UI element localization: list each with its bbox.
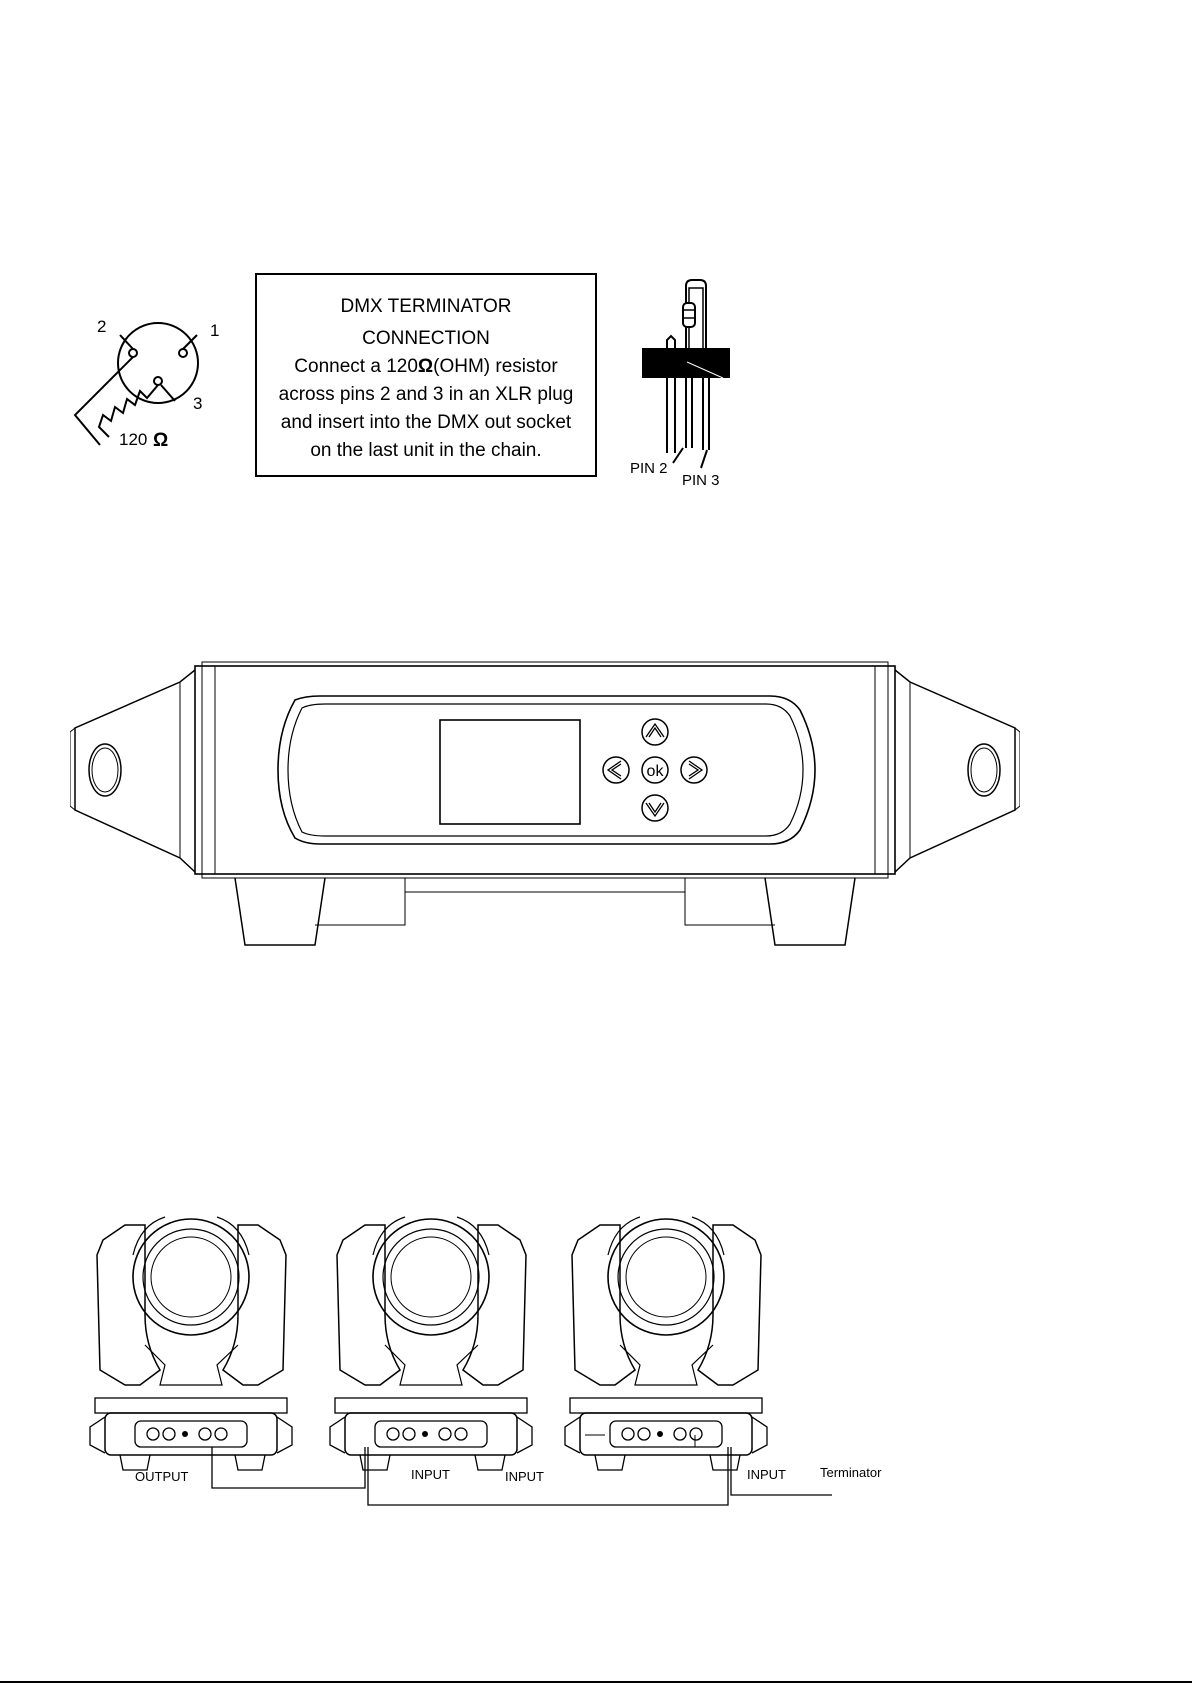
ok-label: ok xyxy=(647,763,665,780)
terminator-line4: on the last unit in the chain. xyxy=(257,437,595,465)
moving-head-fixture-2 xyxy=(330,1217,532,1470)
ohm-symbol: Ω xyxy=(153,430,168,451)
down-arrow-button[interactable] xyxy=(642,795,668,821)
terminator-line1-post: (OHM) resistor xyxy=(433,356,558,377)
moving-head-fixture-1 xyxy=(90,1217,292,1470)
moving-head-fixture-3 xyxy=(565,1217,767,1470)
terminator-line1-pre: Connect a 120 xyxy=(294,356,418,377)
pin1-label: 1 xyxy=(210,321,219,340)
pin3-plug-label: PIN 3 xyxy=(682,472,720,489)
left-arrow-button[interactable] xyxy=(603,757,629,783)
terminator-line2: across pins 2 and 3 in an XLR plug xyxy=(257,381,595,409)
pin2-plug-label: PIN 2 xyxy=(630,460,668,477)
page-bottom-rule xyxy=(0,1681,1192,1683)
resistor-label: 120 xyxy=(119,430,147,449)
dmx-chain-diagram: OUTPUT INPUT INPUT INPUT Terminator xyxy=(85,1195,915,1525)
terminator-label: Terminator xyxy=(820,1465,882,1480)
input-label-3: INPUT xyxy=(747,1467,786,1482)
terminator-title-line2: CONNECTION xyxy=(257,325,595,353)
terminator-line1: Connect a 120Ω(OHM) resistor xyxy=(257,353,595,381)
pin2-label: 2 xyxy=(97,317,106,336)
right-arrow-button[interactable] xyxy=(681,757,707,783)
terminator-line3: and insert into the DMX out socket xyxy=(257,409,595,437)
output-label: OUTPUT xyxy=(135,1469,189,1484)
input-label-1: INPUT xyxy=(411,1467,450,1482)
ok-button[interactable]: ok xyxy=(642,757,668,783)
up-arrow-button[interactable] xyxy=(642,719,668,745)
xlr-plug-resistor-diagram: PIN 2 PIN 3 xyxy=(625,278,740,493)
input-label-2: INPUT xyxy=(505,1469,544,1484)
fixture-base-front-view: ok xyxy=(70,660,1020,950)
xlr-connector-diagram: 2 1 3 120 Ω xyxy=(55,305,245,455)
terminator-instruction-box: DMX TERMINATOR CONNECTION Connect a 120Ω… xyxy=(255,273,597,477)
ohm-symbol: Ω xyxy=(418,356,433,377)
pin3-label: 3 xyxy=(193,394,202,413)
terminator-title-line1: DMX TERMINATOR xyxy=(257,293,595,321)
